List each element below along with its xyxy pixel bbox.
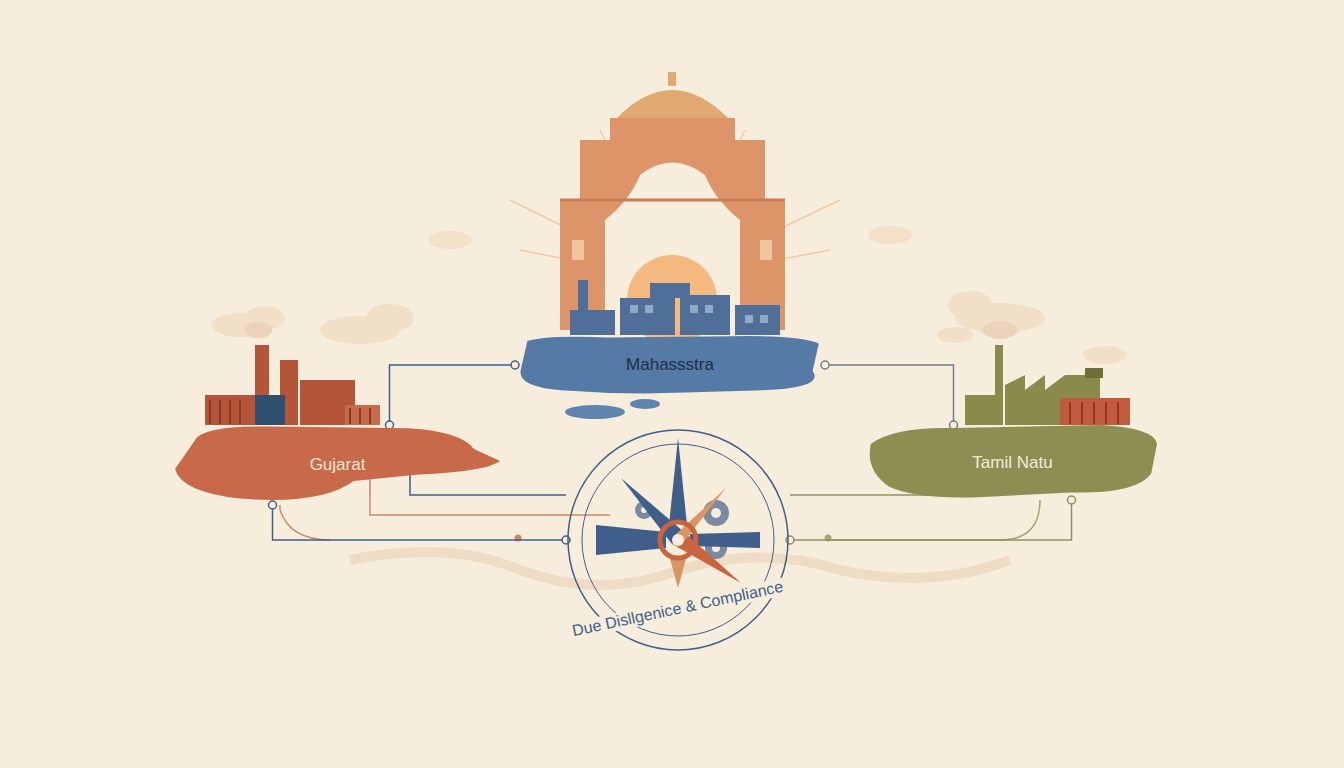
connector-line (273, 505, 567, 540)
connector-dot (950, 421, 958, 429)
state-island: Gujarat (175, 425, 500, 505)
connector-dot (786, 536, 794, 544)
connector-dot (1068, 496, 1076, 504)
connector-dot (562, 536, 570, 544)
connector-line (825, 365, 954, 425)
connector-line (390, 365, 516, 425)
state-label: Mahassstra (626, 355, 714, 375)
state-island: Tamil Natu (865, 425, 1160, 500)
state-island: Mahassstra (515, 335, 825, 395)
connector-dot (269, 501, 277, 509)
state-label: Tamil Natu (972, 453, 1052, 473)
connector-dot (511, 361, 519, 369)
state-label: Gujarat (310, 455, 366, 475)
compass-circle: Due Disllgenice & Compliance (566, 428, 790, 652)
connector-line (790, 500, 1072, 540)
connector-dot (386, 421, 394, 429)
connector-dot (821, 361, 829, 369)
